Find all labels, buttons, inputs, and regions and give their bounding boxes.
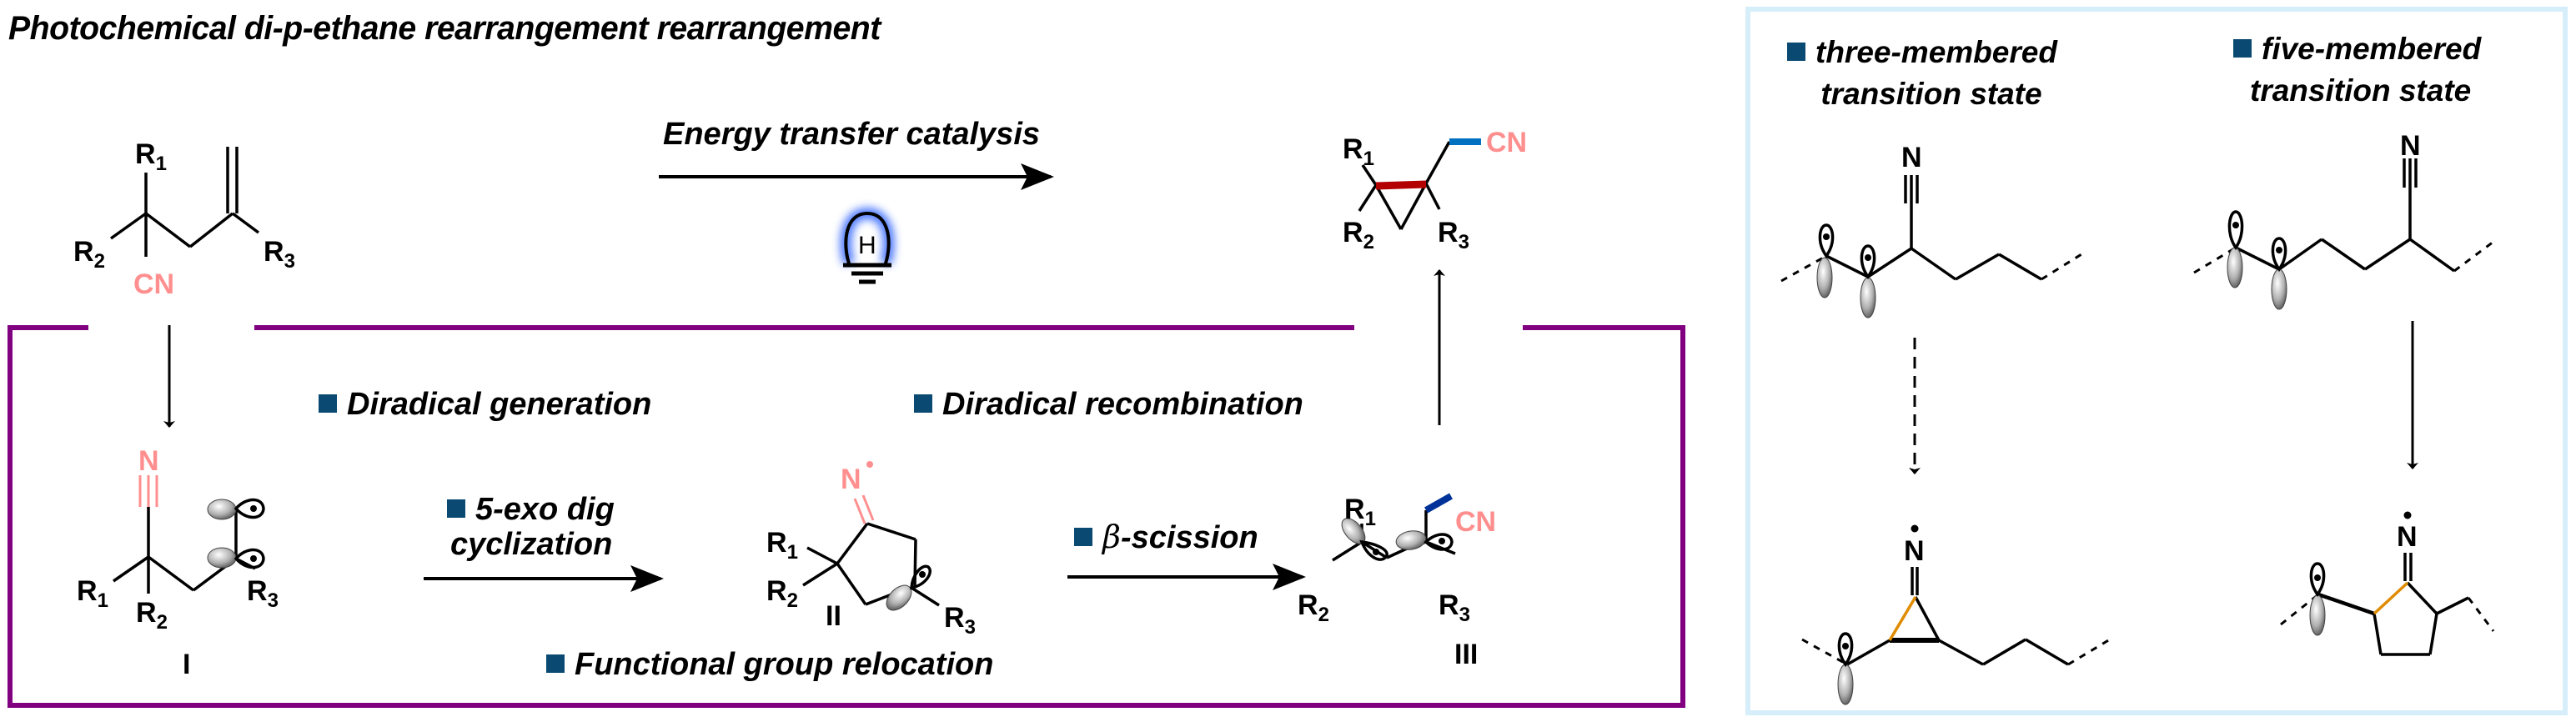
three-product-nitrogen: N (1904, 535, 1925, 567)
bullet-square-icon (546, 654, 565, 673)
five-product-nitrogen: N (2397, 521, 2418, 553)
II-r1: R1 (766, 527, 798, 564)
I-r2: R2 (136, 597, 168, 634)
product-molecule (1358, 138, 1481, 230)
condition-label: Energy transfer catalysis (663, 117, 1041, 152)
III-r3: R3 (1439, 589, 1470, 626)
mechanism-bracket (8, 325, 1685, 708)
p-orbital-filled-icon (1816, 257, 1833, 298)
III-compound-number: III (1454, 639, 1478, 670)
five-membered-heading: five-membered transition state (2233, 28, 2481, 112)
p-orbital-filled-icon (2271, 268, 2287, 310)
p-orbital-filled-icon (207, 499, 237, 520)
heading-line1: five-membered (2262, 32, 2482, 66)
II-r2: R2 (766, 575, 798, 612)
II-nitrogen: N (841, 464, 861, 495)
lightbulb-icon: H (840, 207, 895, 284)
substrate-r3: R3 (264, 236, 295, 273)
p-orbital-radical-icon (2271, 237, 2287, 273)
bullet-square-icon (1787, 43, 1805, 61)
five-membered-product (2280, 553, 2495, 656)
p-orbital-radical-icon (1359, 539, 1388, 561)
step-label-line1: 5-exo dig (475, 492, 615, 527)
p-orbital-radical-icon (1424, 533, 1454, 551)
intermediate-I-labels: N R1 R2 R3 I (77, 445, 279, 680)
II-r3: R3 (944, 602, 976, 639)
substrate-molecule (109, 147, 260, 257)
five-start-nitrogen: N (2400, 130, 2421, 162)
step-diradical-generation: Diradical generation (319, 387, 651, 423)
product-cn: CN (1486, 127, 1527, 158)
step-label: Diradical generation (347, 387, 652, 422)
step-functional-group-relocation: Functional group relocation (546, 647, 993, 683)
II-compound-number: II (826, 600, 841, 632)
bullet-square-icon (447, 499, 465, 518)
I-compound-number: I (183, 649, 190, 680)
II-radical-dot (866, 461, 873, 468)
p-orbital-filled-icon (2309, 594, 2326, 636)
product-r2: R2 (1343, 217, 1374, 253)
p-orbital-radical-icon (1818, 223, 1835, 259)
p-orbital-radical-icon (2309, 562, 2326, 598)
p-orbital-filled-icon (1395, 530, 1427, 550)
I-nitrogen: N (138, 445, 159, 477)
step-label-line2: cyclization (450, 527, 613, 562)
p-orbital-filled-icon (1837, 664, 1854, 705)
p-orbital-radical-icon (910, 564, 931, 590)
substrate-labels: R1 R2 R3 CN (73, 138, 295, 300)
III-r1: R1 (1344, 494, 1376, 530)
three-membered-heading: three-membered transition state (1787, 32, 2057, 115)
beta-symbol: β (1102, 519, 1121, 555)
intermediate-II (802, 494, 940, 611)
lamp-letter: H (858, 232, 876, 259)
three-start-nitrogen: N (1901, 142, 1922, 173)
substrate-r2: R2 (73, 236, 105, 273)
bullet-square-icon (914, 394, 932, 413)
p-orbital-radical-icon (233, 548, 265, 569)
figure-title: Photochemical di-p-ethane rearrangement … (8, 10, 881, 47)
intermediate-III-labels: R1 R2 R3 CN III (1298, 494, 1496, 670)
three-radical-dot (1911, 524, 1919, 533)
ts-comparison-panel (1745, 7, 2568, 715)
step-diradical-recombination: Diradical recombination (914, 387, 1303, 423)
step-label: Functional group relocation (575, 647, 994, 682)
bullet-square-icon (2233, 39, 2252, 58)
substrate-r1: R1 (135, 138, 167, 175)
five-membered-start (2193, 158, 2494, 310)
three-membered-product (1801, 567, 2111, 705)
heading-line2: transition state (2250, 73, 2472, 108)
p-orbital-filled-icon (886, 584, 912, 611)
I-r1: R1 (77, 575, 108, 612)
intermediate-II-labels: N R1 R2 R3 II (766, 461, 976, 639)
product-r3: R3 (1438, 217, 1469, 253)
five-radical-dot (2403, 511, 2412, 519)
p-orbital-radical-icon (1837, 632, 1854, 668)
product-r1: R1 (1343, 133, 1374, 170)
heading-line1: three-membered (1815, 35, 2057, 69)
three-membered-start (1780, 175, 2082, 318)
intermediate-I (113, 475, 265, 594)
p-orbital-filled-icon (2227, 247, 2243, 288)
step-label: -scission (1120, 520, 1258, 555)
III-r2: R2 (1298, 589, 1329, 626)
product-labels: R1 R2 R3 CN (1343, 127, 1527, 253)
bullet-square-icon (319, 394, 337, 413)
heading-line2: transition state (1820, 77, 2042, 111)
III-cn: CN (1455, 506, 1496, 538)
bullet-square-icon (1074, 528, 1092, 546)
p-orbital-filled-icon (207, 547, 237, 569)
p-orbital-radical-icon (233, 498, 265, 519)
substrate-cn: CN (133, 268, 174, 300)
step-label: Diradical recombination (942, 387, 1303, 422)
p-orbital-radical-icon (1860, 244, 1876, 280)
intermediate-III (1332, 493, 1456, 562)
step-beta-scission: β-scission (1074, 519, 1258, 556)
step-5-exo-dig: 5-exo dig cyclization (447, 492, 615, 562)
I-r3: R3 (247, 575, 279, 612)
p-orbital-filled-icon (1860, 277, 1876, 318)
p-orbital-radical-icon (2227, 210, 2244, 251)
